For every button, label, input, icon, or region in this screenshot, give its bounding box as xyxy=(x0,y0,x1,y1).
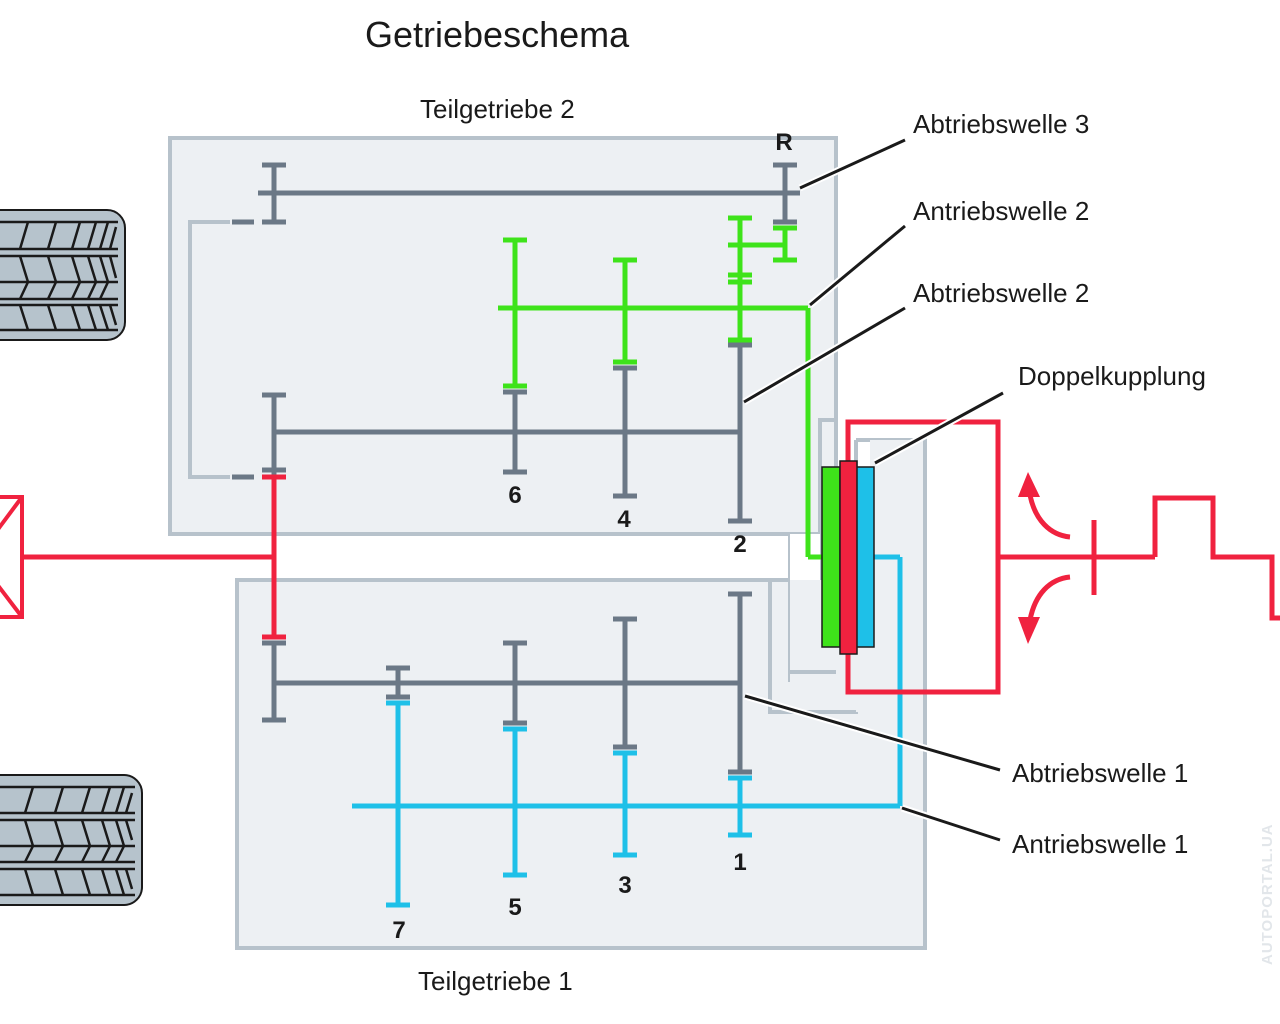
diagram-title: Getriebeschema xyxy=(365,14,630,55)
abtriebswelle-3-shaft xyxy=(232,162,800,225)
gear-label-1: 1 xyxy=(733,849,746,876)
label-antriebswelle-1: Antriebswelle 1 xyxy=(1012,829,1188,859)
abtriebswelle-2-shaft xyxy=(232,342,752,524)
tire-icon-bottom xyxy=(0,774,143,906)
label-antriebswelle-2: Antriebswelle 2 xyxy=(913,196,1089,226)
leader-lines xyxy=(743,138,1004,842)
arrow-up-icon xyxy=(1018,472,1040,497)
gear-label-4: 4 xyxy=(617,506,631,533)
gear-label-2: 2 xyxy=(733,531,746,558)
gear-label-6: 6 xyxy=(508,482,521,509)
arrow-down-icon xyxy=(1018,617,1040,644)
doppelkupplung-clutch xyxy=(821,460,875,655)
label-doppelkupplung: Doppelkupplung xyxy=(1018,361,1206,391)
label-abtriebswelle-2: Abtriebswelle 2 xyxy=(913,278,1089,308)
gear-label-7: 7 xyxy=(392,917,405,944)
engine-crankshaft xyxy=(845,419,1280,695)
label-abtriebswelle-1: Abtriebswelle 1 xyxy=(1012,758,1188,788)
gear-label-3: 3 xyxy=(618,872,631,899)
reverse-connector xyxy=(188,220,230,479)
tire-icon-top xyxy=(0,209,126,341)
label-teilgetriebe-1: Teilgetriebe 1 xyxy=(418,966,573,996)
gear-label-5: 5 xyxy=(508,894,521,921)
differential-shaft xyxy=(20,474,286,640)
antriebswelle-1-shaft xyxy=(352,554,903,908)
antriebswelle-2-shaft xyxy=(498,215,822,560)
rotation-arrows-icon xyxy=(1027,494,1071,621)
differential-icon xyxy=(0,495,24,619)
label-abtriebswelle-3: Abtriebswelle 3 xyxy=(913,109,1089,139)
watermark: AUTOPORTAL.UA xyxy=(1259,823,1276,965)
gear-label-r: R xyxy=(775,129,792,156)
abtriebswelle-1-shaft xyxy=(262,591,752,775)
label-teilgetriebe-2: Teilgetriebe 2 xyxy=(420,94,575,124)
